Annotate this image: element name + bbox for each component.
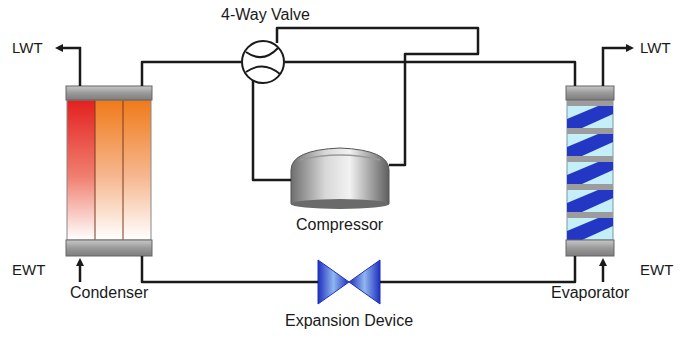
refrigerant-pipe [285, 62, 575, 86]
evaporator-divider [567, 212, 613, 218]
evaporator-cap [566, 240, 614, 256]
condenser-exchanger [66, 86, 152, 256]
evaporator-band [567, 218, 613, 240]
evaporator-divider [567, 184, 613, 190]
water-arrows [59, 48, 630, 282]
component-label: Expansion Device [285, 312, 413, 330]
evaporator-band [567, 162, 613, 184]
evaporator-divider [567, 100, 613, 106]
refrigerant-pipe [277, 28, 478, 165]
water-temp-label: EWT [12, 262, 45, 278]
compressor: Compressor [290, 147, 390, 209]
water-temp-label: EWT [640, 262, 673, 278]
evaporator: Evaporator [566, 86, 614, 256]
refrigerant-pipe [142, 62, 241, 86]
water-temp-label: LWT [640, 40, 671, 56]
condenser: Condenser [66, 86, 152, 256]
water-temp-label: LWT [12, 40, 43, 56]
evaporator-band [567, 106, 613, 128]
refrigerant-pipe [253, 81, 291, 180]
evaporator-band [567, 190, 613, 212]
compressor-symbol [291, 148, 389, 209]
component-label: Condenser [70, 284, 148, 302]
valve-passages [246, 48, 280, 74]
four-way-valve: 4-Way Valve [241, 40, 285, 84]
evaporator-divider [567, 156, 613, 162]
refrigerant-pipe [380, 256, 575, 282]
expansion-valve-symbol [318, 260, 380, 304]
evaporator-divider [567, 128, 613, 134]
evaporator-band [567, 134, 613, 156]
expansion-device: Expansion Device [318, 260, 380, 304]
refrigerant-pipe [142, 256, 318, 282]
evaporator-cap [566, 86, 614, 100]
component-label: Evaporator [551, 284, 629, 302]
component-label: Compressor [296, 216, 383, 234]
evaporator-exchanger [566, 86, 614, 256]
component-label: 4-Way Valve [221, 6, 310, 24]
